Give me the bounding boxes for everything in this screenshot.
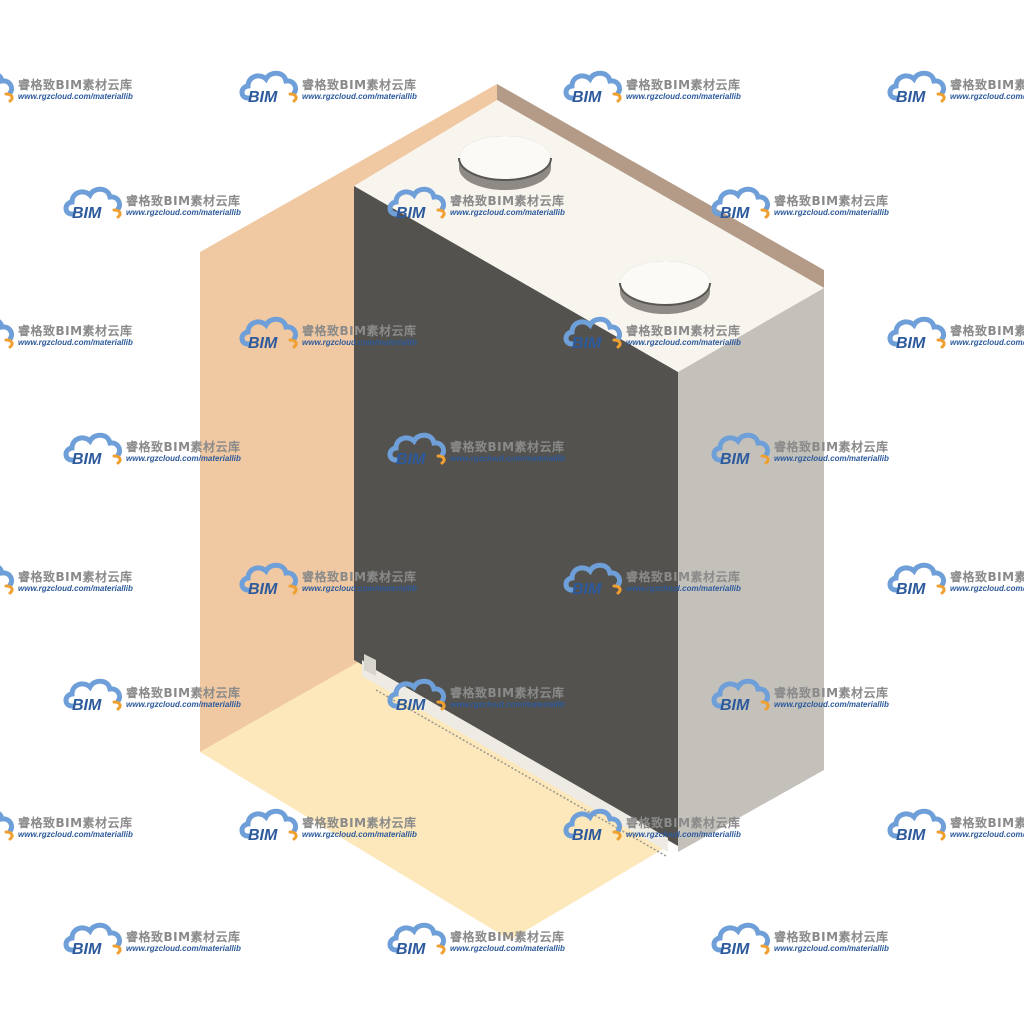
top-fan-2: [619, 261, 711, 314]
cabinet-side-face: [678, 288, 824, 852]
cabinet-foot: [364, 654, 376, 676]
top-fan-1: [458, 136, 552, 190]
floor-plane: [200, 660, 668, 940]
back-wall-strip: [497, 84, 824, 288]
